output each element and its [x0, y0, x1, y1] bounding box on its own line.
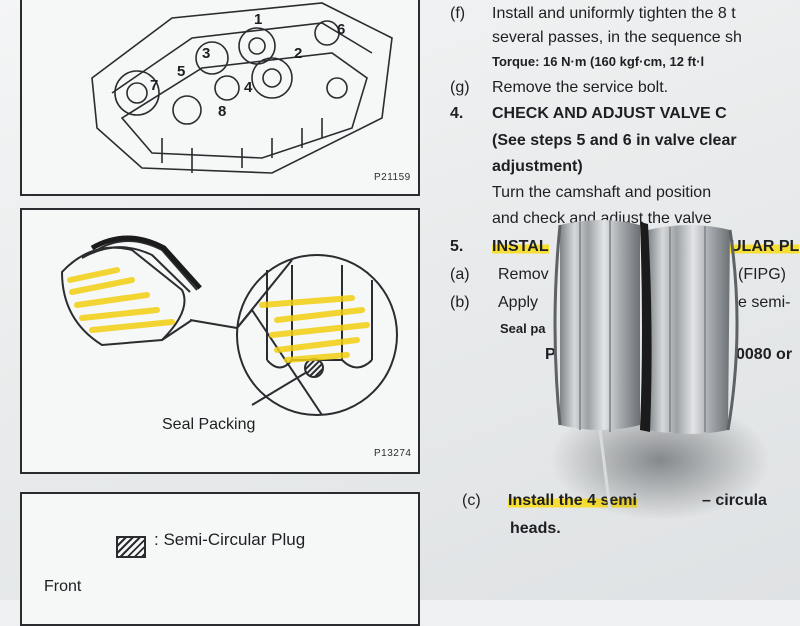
seal-packing-drawing: [60, 235, 398, 416]
step-c-letter: (c): [462, 492, 481, 509]
step-b-text-start: Apply: [498, 294, 539, 311]
cylinder-head-drawing: 1 2 3 4 5 6 7 8: [91, 2, 393, 174]
seal-ring: [640, 222, 652, 432]
step-f-line2: several passes, in the sequence sh: [492, 29, 742, 46]
plug-right: [648, 225, 739, 434]
step-4-title: CHECK AND ADJUST VALVE C: [492, 105, 727, 122]
callout-6: 6: [337, 21, 345, 38]
step-4-body2: and check and adjust the valve: [492, 210, 712, 227]
step-b-text-end: e semi-: [738, 294, 791, 311]
part-number-start: P: [545, 346, 556, 363]
callout-1: 1: [254, 11, 262, 28]
callout-3: 3: [202, 45, 210, 62]
callout-5: 5: [177, 63, 185, 80]
plug-left: [553, 220, 640, 432]
figure-code: P13274: [374, 448, 412, 459]
step-g-letter: (g): [450, 79, 470, 96]
step-5-number: 5.: [450, 238, 464, 255]
hatched-square-icon: [116, 536, 146, 558]
step-c-text-line2: heads.: [510, 520, 561, 537]
step-4-number: 4.: [450, 105, 464, 122]
seal-packing-figure: Seal Packing P13274: [20, 208, 420, 474]
plug-legend-figure: : Semi-Circular Plug Front: [20, 492, 420, 626]
figure-code: P21159: [374, 172, 411, 183]
callout-4: 4: [244, 79, 253, 96]
step-f-line1: Install and uniformly tighten the 8 t: [492, 5, 736, 22]
step-4-body1: Turn the camshaft and position: [492, 184, 712, 201]
callout-8: 8: [218, 103, 226, 120]
step-4-sub1: (See steps 5 and 6 in valve clear: [492, 132, 737, 149]
step-a-letter: (a): [450, 266, 470, 283]
step-a-text-end: (FIPG): [738, 266, 786, 283]
step-f-letter: (f): [450, 5, 466, 22]
step-g-text: Remove the service bolt.: [492, 79, 669, 96]
step-4-sub2: adjustment): [492, 158, 583, 175]
seal-packing-spec-start: Seal pa: [500, 321, 546, 336]
legend-label: : Semi-Circular Plug: [154, 530, 306, 549]
front-label: Front: [44, 578, 82, 595]
cylinder-head-figure: 1 2 3 4 5 6 7 8 P21159: [20, 0, 420, 196]
callout-2: 2: [294, 45, 302, 62]
part-number-end: 0080 or: [736, 346, 793, 363]
step-b-letter: (b): [450, 294, 470, 311]
semi-circular-plugs-photo: [550, 220, 770, 520]
seal-packing-label: Seal Packing: [162, 416, 256, 433]
step-5-title-end: ULAR PL: [730, 238, 800, 255]
step-5-title-start: INSTAL: [492, 238, 549, 255]
callout-7: 7: [150, 77, 158, 94]
step-a-text-start: Remov: [498, 266, 549, 283]
step-f-torque: Torque: 16 N·m (160 kgf·cm, 12 ft·l: [492, 54, 705, 69]
